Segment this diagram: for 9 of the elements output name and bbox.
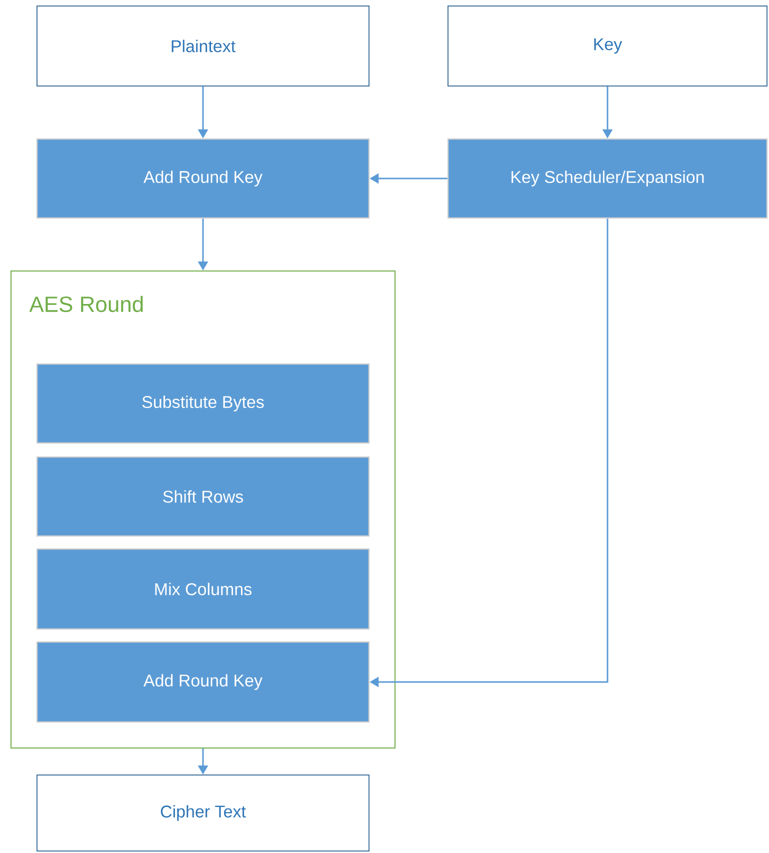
process-box: Mix Columns xyxy=(36,548,370,630)
process-box: Shift Rows xyxy=(36,456,370,537)
process-box: Add Round Key xyxy=(36,641,370,723)
input-box: Cipher Text xyxy=(36,774,370,852)
process-box: Key Scheduler/Expansion xyxy=(447,138,768,219)
input-box: Key xyxy=(448,6,768,86)
process-box: Add Round Key xyxy=(36,138,370,219)
input-box: Plaintext xyxy=(36,6,370,86)
process-box: Substitute Bytes xyxy=(36,363,370,444)
